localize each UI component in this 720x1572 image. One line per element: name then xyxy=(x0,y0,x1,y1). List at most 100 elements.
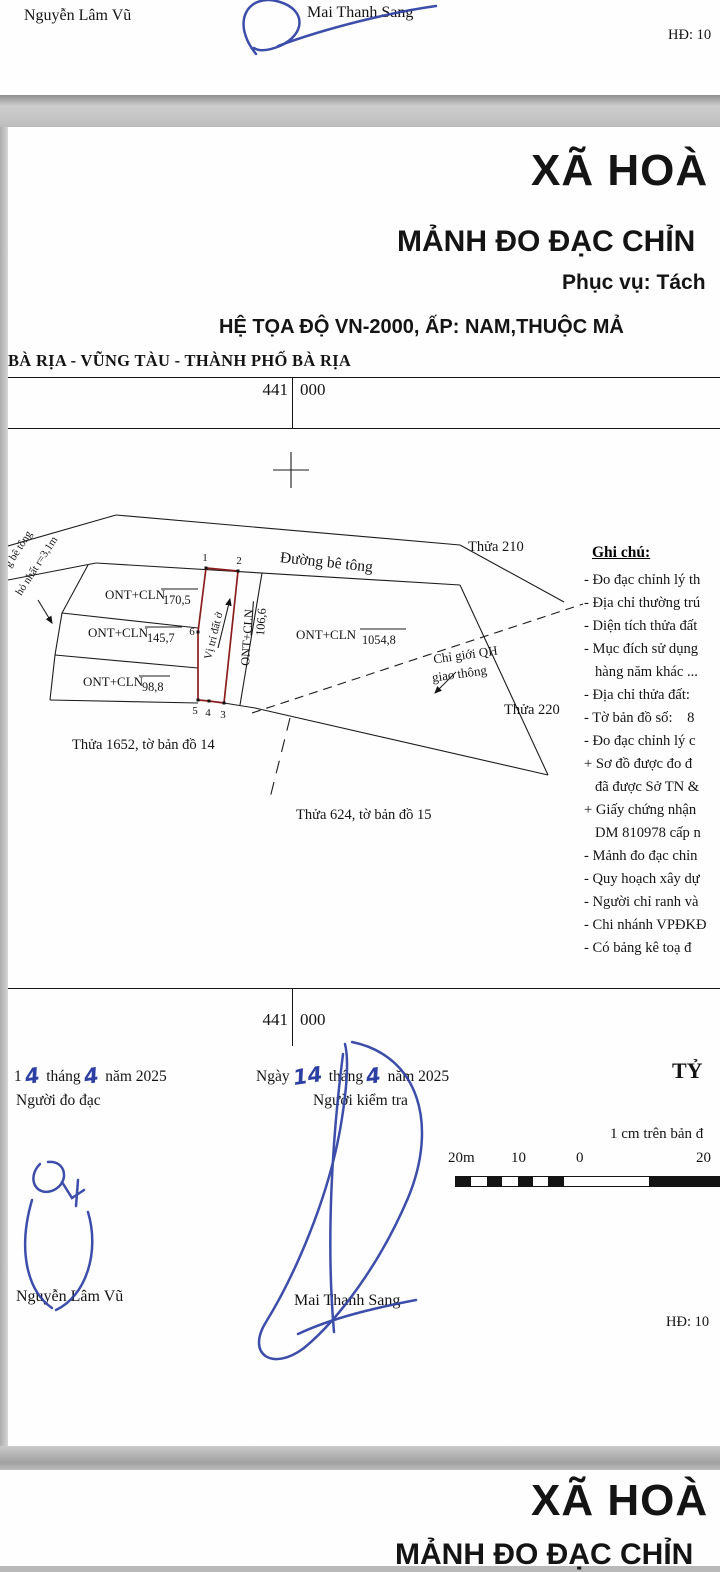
scale-bar-segment xyxy=(486,1177,503,1186)
parcel-label-98-8: ONT+CLN 98,8 xyxy=(83,674,170,694)
grid-coord-bottom-right: 000 xyxy=(300,1010,326,1029)
coordinate-system-line: HỆ TỌA ĐỘ VN-2000, ẤP: NAM,THUỘC MẢ xyxy=(219,316,624,338)
scale-bar-segment xyxy=(517,1177,533,1186)
handwritten-month-left: 4 xyxy=(82,1063,100,1089)
scale-bar-segment xyxy=(548,1177,564,1186)
scale-bar xyxy=(455,1176,720,1187)
svg-text:ONT+CLN: ONT+CLN xyxy=(88,625,149,640)
scale-note: 1 cm trên bản đ xyxy=(610,1126,704,1142)
frame-line-map-top xyxy=(8,428,720,430)
note-item: - Mảnh đo đạc chỉn xyxy=(584,848,698,864)
vertex-label-1: 1 xyxy=(202,552,208,564)
svg-text:1054,8: 1054,8 xyxy=(362,633,396,647)
vertex-label-3: 3 xyxy=(220,709,226,721)
scale-label-10: 10 xyxy=(511,1150,526,1166)
svg-text:170,5: 170,5 xyxy=(163,593,191,607)
road-top-edge xyxy=(115,514,461,546)
strip-divider-2 xyxy=(54,654,199,669)
notes-column: Ghi chú: - Đo đạc chỉnh lý th - Địa chỉ … xyxy=(584,544,720,976)
note-item: + Giấy chứng nhận xyxy=(584,802,697,818)
handwritten-day-left: 4 xyxy=(23,1063,41,1089)
vertex-label-6: 6 xyxy=(189,626,195,638)
svg-text:98,8: 98,8 xyxy=(142,680,164,694)
role-inspector: Người kiểm tra xyxy=(313,1092,408,1109)
road-bottom-edge-ext xyxy=(8,562,97,581)
parcel-220-label: Thửa 220 xyxy=(504,702,560,718)
date-mid-nam: năm 2025 xyxy=(387,1068,450,1085)
subject-parcel-label: Vị trí đất ở xyxy=(202,611,225,661)
road-label: Đường bê tông xyxy=(279,549,374,576)
scale-bar-segment xyxy=(502,1177,518,1186)
parcel-210-label: Thửa 210 xyxy=(468,539,524,555)
note-item: DM 810978 cấp n xyxy=(595,825,701,841)
date-left-nam: năm 2025 xyxy=(105,1068,167,1085)
note-item: - Địa chỉ thửa đất: xyxy=(584,687,690,703)
strip-divider-1 xyxy=(61,612,199,629)
parcel-label-106-6: ONT+CLN 106,6 xyxy=(238,601,269,666)
qh-label-arrow xyxy=(434,671,457,694)
page-gap-bottom xyxy=(0,1446,720,1470)
grid-cross-mark xyxy=(273,452,309,488)
notes-title: Ghi chú: xyxy=(592,544,651,561)
big-parcel-bottom-boundary xyxy=(254,707,549,776)
svg-text:ONT+CLN: ONT+CLN xyxy=(238,608,256,666)
province-line: BÀ RỊA - VŨNG TÀU - THÀNH PHỐ BÀ RỊA xyxy=(8,351,352,370)
scan-left-margin xyxy=(0,127,8,1446)
grid-coord-top-left: 441 xyxy=(262,380,289,399)
right-strip-divider xyxy=(239,572,263,706)
svg-text:106,6: 106,6 xyxy=(253,608,269,637)
grid-coord-top-right: 000 xyxy=(300,380,326,399)
note-item: + Sơ đồ được đo đ xyxy=(584,756,693,772)
big-parcel-bottom-connector xyxy=(223,702,256,709)
parcel-624-label: Thửa 624, tờ bản đồ 15 xyxy=(296,807,432,823)
scale-bar-segment xyxy=(471,1177,487,1186)
parcel-210-boundary xyxy=(459,544,565,603)
prev-surveyor-name: Nguyễn Lâm Vũ xyxy=(24,7,132,24)
grid-tick-top xyxy=(292,377,294,428)
svg-text:ONT+CLN: ONT+CLN xyxy=(296,627,357,642)
cadastral-map: 1 2 6 5 4 3 Đường bê tông Thửa 210 Thửa … xyxy=(8,452,584,823)
handwritten-day-mid: 14 xyxy=(291,1062,324,1090)
frame-line-top xyxy=(8,377,720,379)
date-line-left: 14 tháng4 năm 2025 xyxy=(14,1063,167,1089)
document-title: MẢNH ĐO ĐẠC CHỈN xyxy=(397,225,696,258)
prev-inspector-name: Mai Thanh Sang xyxy=(307,4,414,21)
surveyor-name: Nguyễn Lâm Vũ xyxy=(16,1288,124,1305)
handwritten-month-mid: 4 xyxy=(364,1063,383,1089)
note-item: - Địa chỉ thường trú xyxy=(584,595,701,611)
note-item: - Người chỉ ranh và xyxy=(584,894,699,910)
vertex-label-4: 4 xyxy=(205,707,211,719)
parcel-label-170-5: ONT+CLN 170,5 xyxy=(105,587,198,607)
grid-tick-bottom xyxy=(292,988,294,1046)
date-mid-thang: tháng xyxy=(328,1068,364,1085)
next-document-title: MẢNH ĐO ĐẠC CHỈN xyxy=(395,1538,694,1571)
subject-parcel-arrow xyxy=(217,597,232,649)
note-item: - Có bảng kê toạ đ xyxy=(584,940,692,956)
scale-bar-segment xyxy=(579,1177,650,1186)
date-left-printed: 1 xyxy=(14,1068,22,1085)
edge-note-arrow xyxy=(37,599,53,624)
parcel-1652-label: Thửa 1652, tờ bản đồ 14 xyxy=(72,737,216,753)
frame-line-map-bottom xyxy=(8,988,720,990)
scale-title: TỶ xyxy=(672,1058,703,1083)
scale-bar-segment xyxy=(456,1177,472,1186)
svg-text:145,7: 145,7 xyxy=(147,631,175,645)
scale-bar-segment xyxy=(649,1177,720,1186)
sheet-divider-dashed xyxy=(269,717,291,799)
page-gap-top xyxy=(0,95,720,127)
note-item: hàng năm khác ... xyxy=(595,664,698,680)
strip-bottom-edge xyxy=(49,699,199,704)
date-left-thang: tháng xyxy=(46,1068,81,1085)
note-item: - Đo đạc chỉnh lý th xyxy=(584,572,701,588)
note-item: - Quy hoạch xây dự xyxy=(584,871,700,887)
date-mid-ngay: Ngày xyxy=(256,1068,290,1085)
svg-text:Vị trí đất ở: Vị trí đất ở xyxy=(202,611,225,661)
scale-label-20m: 20m xyxy=(448,1150,475,1166)
note-item: - Đo đạc chỉnh lý c xyxy=(584,733,696,749)
vertex-label-2: 2 xyxy=(236,555,242,567)
next-page-top xyxy=(0,1470,720,1566)
qh-label-line1: Chỉ giới QH xyxy=(432,643,498,667)
note-item: - Chi nhánh VPĐKĐ xyxy=(584,917,707,933)
road-top-edge-ext xyxy=(8,514,117,547)
